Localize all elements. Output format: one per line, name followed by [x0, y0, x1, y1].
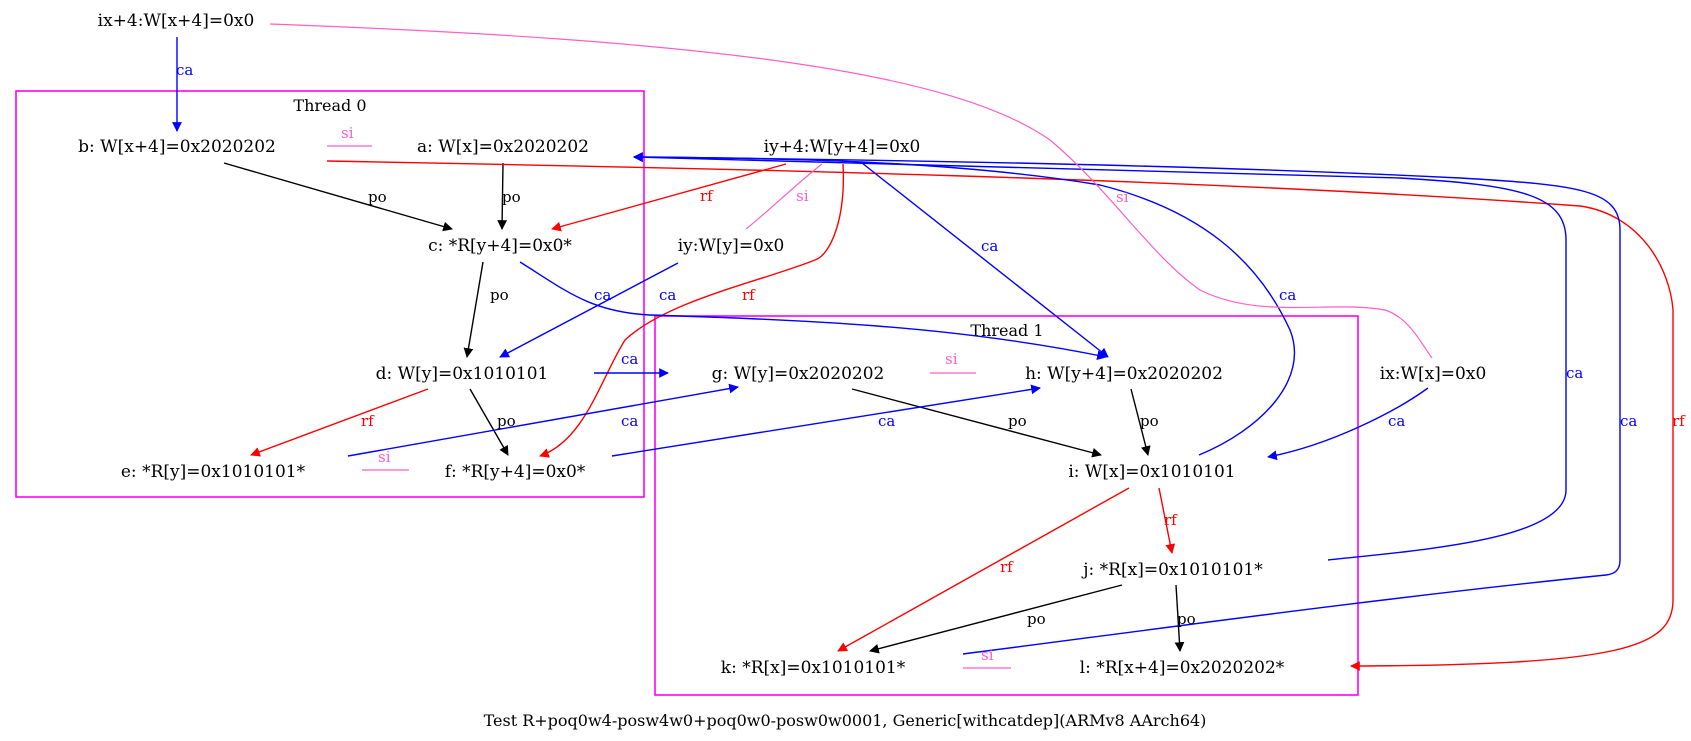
edge-rf-b-l [326, 160, 1674, 671]
label-po-d-f: po [497, 412, 516, 430]
thread-0-cluster [15, 90, 645, 498]
label-ca-i-a: ca [1279, 286, 1296, 304]
edge-po-c-d [463, 261, 484, 358]
edge-ca-c-h [519, 261, 1107, 361]
node-j: j: *R[x]=0x1010101* [1081, 560, 1263, 580]
label-si-k-l: si [981, 646, 994, 664]
label-ca-d-g: ca [621, 350, 638, 368]
label-ca-j-a: ca [1566, 364, 1583, 382]
thread-1-title: Thread 1 [970, 321, 1043, 340]
node-c: c: *R[y+4]=0x0* [428, 236, 572, 256]
label-rf-i-j: rf [1164, 511, 1178, 529]
edge-rf-iy4-f [539, 163, 845, 458]
edge-po-j-k [869, 584, 1123, 654]
label-po-j-l: po [1177, 610, 1196, 628]
label-si-g-h: si [945, 350, 958, 368]
label-ca-iy-d: ca [659, 286, 676, 304]
label-rf-i-k: rf [1000, 558, 1014, 576]
node-iy: iy:W[y]=0x0 [678, 236, 785, 256]
edge-po-j-l [1174, 584, 1185, 652]
node-k: k: *R[x]=0x1010101* [721, 658, 906, 678]
edge-rf-i-j [1158, 487, 1176, 554]
label-po-a-c: po [502, 188, 521, 206]
edge-po-a-c [497, 162, 508, 230]
thread-0-title: Thread 0 [293, 96, 366, 115]
node-b: b: W[x+4]=0x2020202 [78, 137, 276, 157]
edge-rf-d-e [250, 388, 429, 457]
label-ca-e-g: ca [621, 412, 638, 430]
node-ix4: ix+4:W[x+4]=0x0 [98, 11, 255, 31]
thread-1-cluster [654, 315, 1359, 696]
edge-po-d-f [469, 388, 509, 456]
node-ix: ix:W[x]=0x0 [1380, 364, 1487, 384]
label-rf-d-e: rf [361, 412, 375, 430]
edge-ca-k-a [633, 152, 1621, 655]
edge-po-g-i [851, 388, 1102, 458]
label-ca-k-a: ca [1620, 412, 1637, 430]
label-ca-ix-i: ca [1388, 412, 1405, 430]
label-rf-b-l: rf [1672, 412, 1686, 430]
label-si-e-f: si [378, 448, 391, 466]
edge-ca-f-h [611, 384, 1041, 457]
node-l: l: *R[x+4]=0x2020202* [1080, 658, 1285, 678]
label-ca-f-h: ca [878, 412, 895, 430]
label-rf-iy4-f: rf [742, 286, 756, 304]
node-f: f: *R[y+4]=0x0* [445, 462, 586, 482]
label-ca-c-h: ca [594, 286, 611, 304]
node-h: h: W[y+4]=0x2020202 [1025, 364, 1223, 384]
label-si-ix4-ix: si [1116, 188, 1129, 206]
label-po-j-k: po [1027, 610, 1046, 628]
node-g: g: W[y]=0x2020202 [712, 364, 885, 384]
label-rf-iy4-c: rf [700, 187, 714, 205]
edge-ca-iy4-h [861, 162, 1109, 358]
label-ca-ix4-b: ca [176, 61, 193, 79]
label-ca-iy4-h: ca [981, 237, 998, 255]
edge-ca-i-a [633, 152, 1296, 456]
edge-rf-i-k [837, 487, 1130, 652]
edge-po-h-i [1130, 388, 1151, 456]
node-iy4: iy+4:W[y+4]=0x0 [764, 137, 921, 157]
edge-si-ix4-ix [269, 23, 1433, 359]
edge-ca-j-a [633, 152, 1567, 561]
edge-si-iy4-iy [745, 163, 823, 230]
node-d: d: W[y]=0x1010101 [376, 364, 549, 384]
label-si-b-a: si [341, 124, 354, 142]
label-si-iy4-iy: si [796, 187, 809, 205]
label-po-h-i: po [1140, 412, 1159, 430]
edge-ca-ix-i [1267, 387, 1429, 461]
node-i: i: W[x]=0x1010101 [1068, 462, 1235, 482]
node-e: e: *R[y]=0x1010101* [121, 462, 306, 482]
edge-ca-iy-d [499, 262, 679, 358]
diagram-caption: Test R+poq0w4-posw4w0+poq0w0-posw0w0001,… [484, 711, 1207, 730]
edge-ca-e-g [347, 383, 739, 457]
edge-po-b-c [223, 162, 453, 232]
label-po-g-i: po [1008, 412, 1027, 430]
label-po-b-c: po [368, 188, 387, 206]
label-po-c-d: po [490, 286, 509, 304]
node-a: a: W[x]=0x2020202 [417, 137, 589, 157]
edge-rf-iy4-c [551, 163, 787, 232]
